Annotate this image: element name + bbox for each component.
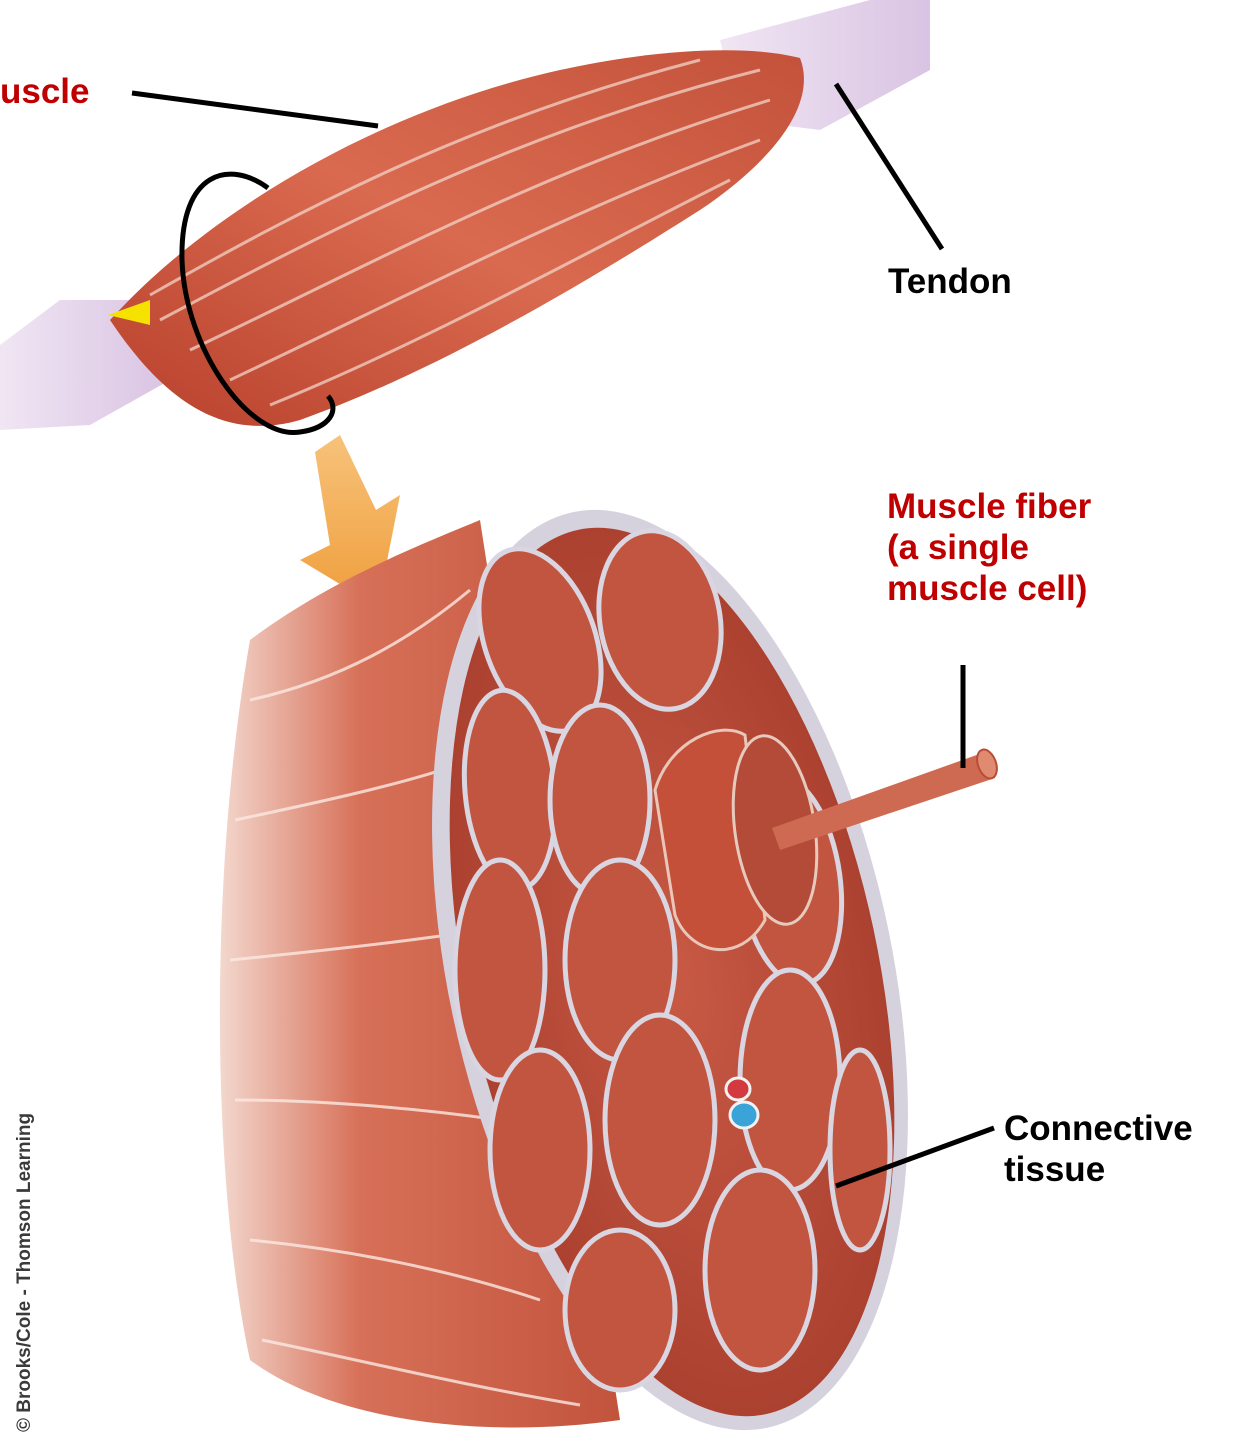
muscle-leader-line [132, 93, 378, 126]
muscle-fiber-label-line-3: muscle cell) [887, 568, 1091, 609]
muscle-label: uscle [0, 71, 90, 112]
connective-tissue-label-line-2: tissue [1004, 1149, 1193, 1190]
connective-tissue-label: Connective tissue [1004, 1108, 1193, 1190]
copyright-credit: © Brooks/Cole - Thomson Learning [14, 1113, 36, 1432]
muscle-label-text: uscle [0, 71, 90, 112]
muscle-fiber-label: Muscle fiber (a single muscle cell) [887, 486, 1091, 609]
tendon-label-text: Tendon [888, 261, 1012, 302]
muscle-fiber-label-line-1: Muscle fiber [887, 486, 1091, 527]
connective-tissue-label-line-1: Connective [1004, 1108, 1193, 1149]
muscle-fiber-label-line-2: (a single [887, 527, 1091, 568]
muscle-cross-section [220, 466, 1001, 1440]
tendon-leader-line [836, 84, 942, 249]
tendon-label: Tendon [888, 261, 1012, 302]
whole-muscle [0, 0, 930, 430]
